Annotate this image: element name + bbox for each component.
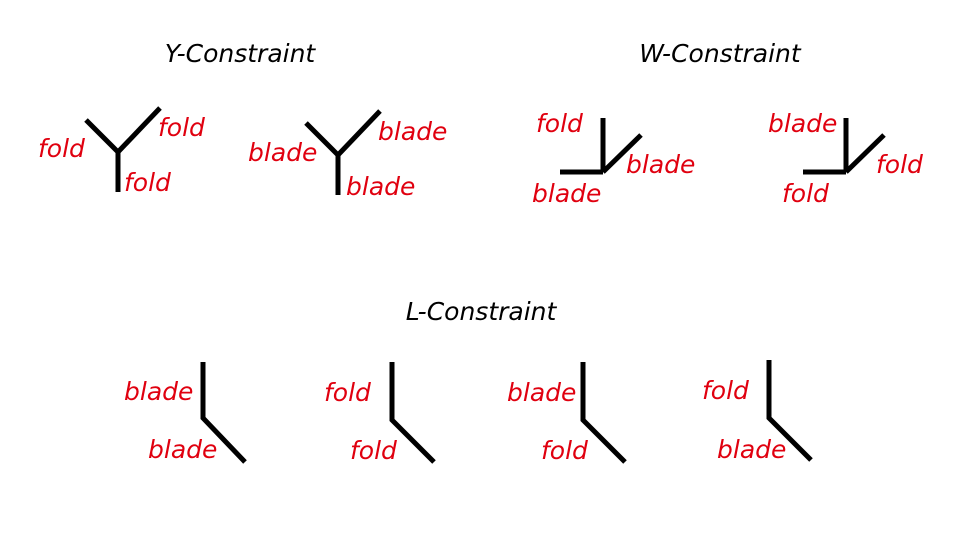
l-diagram-3: blade fold [507, 362, 627, 465]
l3-bottom-label: fold [541, 436, 588, 465]
y1-right-crease [116, 106, 162, 154]
l2-top-label: fold [324, 378, 371, 407]
l2-bottom-label: fold [350, 436, 397, 465]
l-constraint-title: L-Constraint [406, 297, 558, 326]
y2-bottom-label: blade [346, 172, 415, 201]
w1-bottom-label: blade [532, 179, 601, 208]
y1-left-label: fold [38, 134, 85, 163]
y2-left-crease [304, 121, 340, 157]
w2-right-label: fold [876, 150, 923, 179]
w1-right-label: blade [626, 150, 695, 179]
l1-top-label: blade [124, 377, 193, 406]
y-diagram-1: fold fold fold [38, 106, 205, 197]
y-diagram-2: blade blade blade [248, 109, 447, 201]
w-diagram-1: fold blade blade [532, 109, 695, 208]
l-diagram-4: fold blade [702, 360, 813, 464]
w2-bottom-label: fold [782, 179, 829, 208]
y2-right-label: blade [378, 117, 447, 146]
y1-left-crease [84, 118, 120, 154]
w1-right-crease [601, 133, 643, 174]
l2-crease [389, 362, 436, 464]
y2-left-label: blade [248, 138, 317, 167]
l4-bottom-label: blade [717, 435, 786, 464]
l4-crease [766, 360, 813, 462]
w-diagram-2: blade fold fold [768, 109, 923, 208]
w1-top-label: fold [536, 109, 583, 138]
l1-crease [200, 362, 247, 464]
l3-top-label: blade [507, 378, 576, 407]
y2-right-crease [336, 109, 382, 157]
y1-bottom-label: fold [124, 168, 171, 197]
l-diagram-1: blade blade [124, 362, 247, 464]
y1-right-label: fold [158, 113, 205, 142]
y-constraint-title: Y-Constraint [165, 39, 317, 68]
l4-top-label: fold [702, 376, 749, 405]
l-diagram-2: fold fold [324, 362, 436, 465]
w-constraint-title: W-Constraint [639, 39, 802, 68]
l3-crease [580, 362, 627, 464]
l1-bottom-label: blade [148, 435, 217, 464]
w2-top-label: blade [768, 109, 837, 138]
w2-right-crease [844, 133, 886, 174]
